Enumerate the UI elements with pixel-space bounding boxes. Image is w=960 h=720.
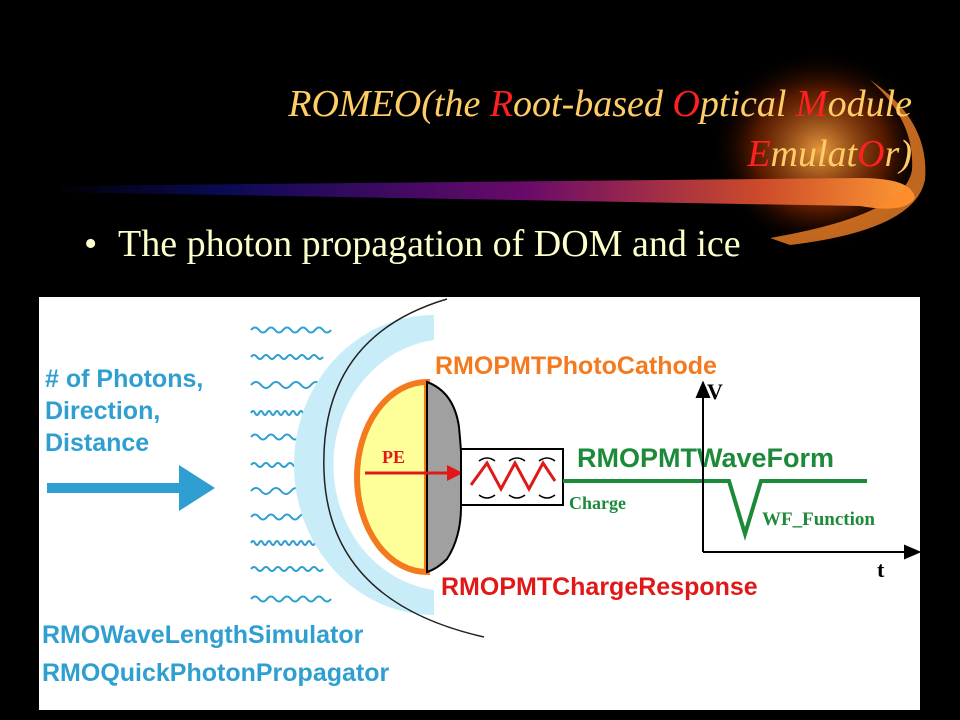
title-line2-segment: r)	[884, 133, 912, 175]
waveform-label: RMOPMTWaveForm	[577, 443, 834, 473]
pe-label: PE	[382, 447, 405, 467]
input-label-line-2: Direction,	[45, 397, 160, 425]
rmo-diagram: # of Photons, Direction, Distance	[39, 297, 920, 710]
glass-shell-icon	[294, 315, 434, 615]
amplifier-box-icon	[460, 448, 564, 506]
input-label-line-1: # of Photons,	[45, 365, 203, 393]
title-line2-segment: mulat	[770, 133, 858, 175]
bullet-dot: •	[84, 223, 98, 265]
bullet-item: • The photon propagation of DOM and ice	[84, 222, 741, 266]
title-line1-segment: R	[489, 83, 514, 125]
simulator-label-1: RMOWaveLengthSimulator	[42, 621, 364, 649]
title-line2-segment: O	[857, 133, 885, 175]
title-line1-segment: odule	[827, 83, 912, 125]
waveform-axes-icon	[695, 380, 920, 560]
charge-response-label: RMOPMTChargeResponse	[441, 573, 758, 601]
input-arrow-icon	[47, 465, 215, 511]
slide-title-line-1: ROMEO(the Root-based Optical Module	[288, 82, 912, 126]
title-line1-segment: oot-based	[513, 83, 673, 125]
charge-label: Charge	[569, 493, 626, 513]
title-line1-segment: ptical	[699, 83, 796, 125]
title-line1-segment: M	[795, 83, 828, 125]
pmt-body-icon	[426, 380, 462, 574]
title-line1-segment: ROMEO(the	[288, 83, 490, 125]
axis-t-label: t	[877, 557, 885, 582]
title-line1-segment: O	[672, 83, 700, 125]
waveform-signal-icon	[563, 479, 867, 541]
wf-function-label: WF_Function	[762, 509, 875, 530]
outer-arc-icon	[323, 298, 485, 638]
title-line2-segment: E	[747, 133, 771, 175]
bullet-text: The photon propagation of DOM and ice	[118, 223, 741, 265]
slide-title-line-2: EmulatOr)	[747, 132, 912, 176]
axis-v-label: V	[707, 379, 723, 404]
pmt-cathode-icon	[354, 378, 430, 576]
simulator-label-2: RMOQuickPhotonPropagator	[42, 659, 390, 687]
photocathode-label: RMOPMTPhotoCathode	[435, 352, 717, 380]
input-label-line-3: Distance	[45, 429, 149, 457]
pe-arrow-icon	[365, 465, 463, 481]
